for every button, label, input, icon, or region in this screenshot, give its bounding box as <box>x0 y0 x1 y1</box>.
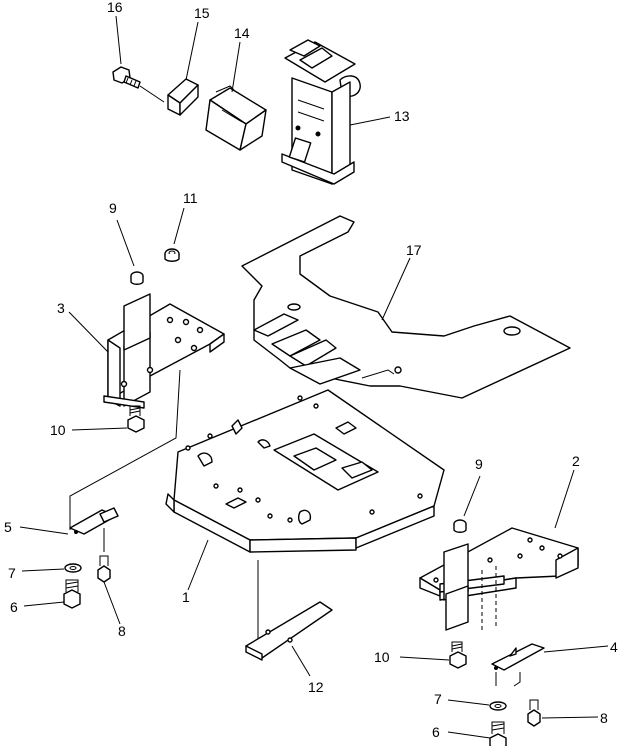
callout-9-left: 9 <box>109 200 117 216</box>
callout-8-left: 8 <box>118 623 126 639</box>
callout-10-right: 10 <box>374 649 390 665</box>
callout-8-right: 8 <box>600 710 608 726</box>
part-15-block <box>167 78 199 116</box>
callout-17: 17 <box>406 242 422 258</box>
callout-6-left: 6 <box>10 599 18 615</box>
part-10-screw-right <box>449 641 467 669</box>
part-4-clip-right <box>491 643 545 687</box>
part-6-bolt-left <box>63 579 81 609</box>
part-16-bolt <box>112 66 141 89</box>
callout-7-left: 7 <box>8 565 16 581</box>
part-11-plug <box>164 248 180 262</box>
callout-14: 14 <box>234 25 250 41</box>
callout-4: 4 <box>610 639 618 655</box>
callout-11: 11 <box>183 190 198 206</box>
part-9-grommet-left <box>130 271 144 285</box>
part-6-bolt-right <box>489 721 507 746</box>
part-10-screw-left <box>127 405 145 433</box>
callout-9-right: 9 <box>475 456 483 472</box>
part-13-console <box>281 39 361 185</box>
part-1-floor-frame <box>165 389 445 553</box>
part-17-floor-mat <box>241 215 571 399</box>
part-8-screw-left <box>97 528 111 583</box>
part-8-screw-right <box>527 699 541 727</box>
part-5-clip-left <box>69 507 119 535</box>
callout-1: 1 <box>182 589 190 605</box>
callout-15: 15 <box>194 5 210 21</box>
callout-3: 3 <box>57 300 65 316</box>
callout-16: 16 <box>107 0 123 15</box>
part-14-cover <box>205 85 267 151</box>
callout-5: 5 <box>4 519 12 535</box>
part-7-washer-left <box>64 563 82 573</box>
part-9-grommet-right <box>453 519 467 533</box>
callout-7-right: 7 <box>434 691 442 707</box>
part-2-bracket-right <box>419 527 579 631</box>
callout-12: 12 <box>308 679 324 695</box>
part-12-plate <box>245 601 333 661</box>
callout-6-right: 6 <box>432 724 440 740</box>
callout-2: 2 <box>572 453 580 469</box>
callout-10-left: 10 <box>50 422 66 438</box>
callout-13: 13 <box>394 108 410 124</box>
part-7-washer-right <box>489 701 507 711</box>
part-3-bracket-left <box>103 293 225 409</box>
